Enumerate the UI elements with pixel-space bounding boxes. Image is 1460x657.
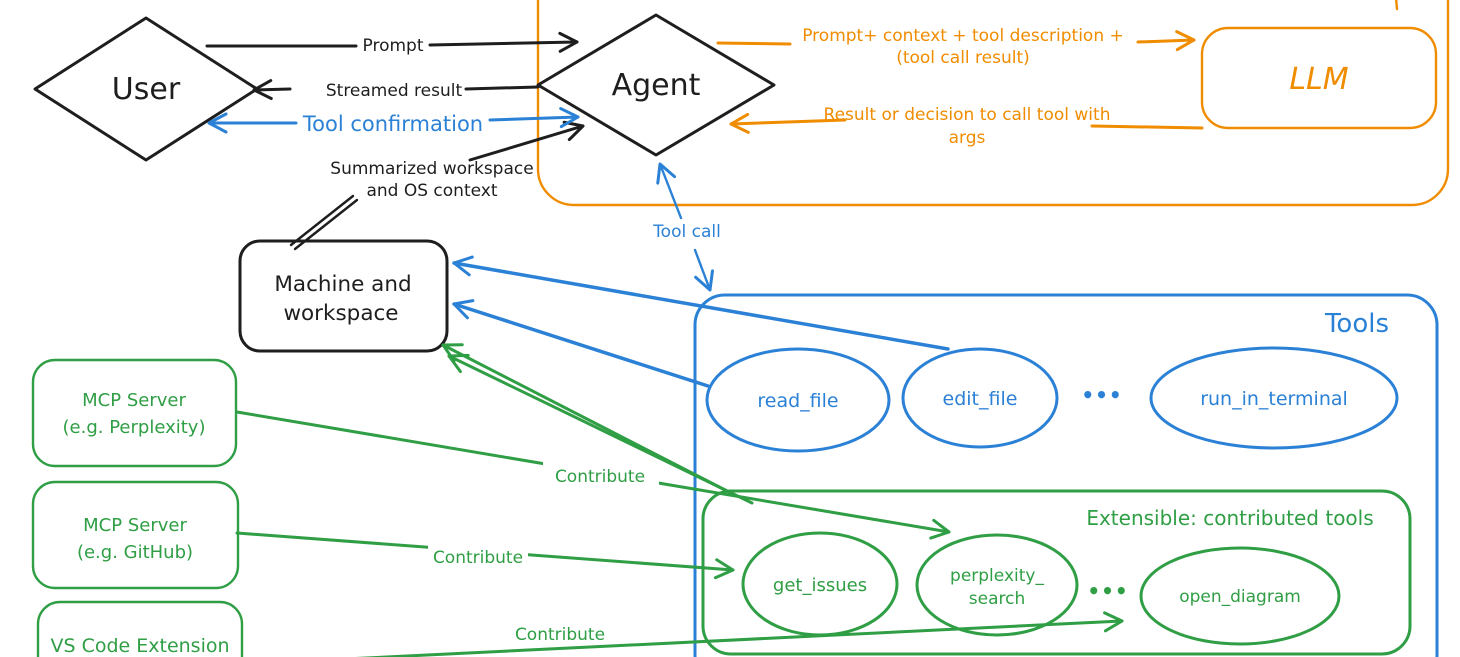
- llm-group-box: [536, 0, 1450, 207]
- edge-summarized-seg1a: [289, 194, 355, 247]
- streamed-result-label: Streamed result: [326, 81, 463, 101]
- mcp-server-perplexity-node: [31, 358, 238, 468]
- contribute-label-perplexity: Contribute: [555, 467, 645, 487]
- mcp-perplexity-label-line2: (e.g. Perplexity): [63, 417, 206, 438]
- edge-contributed-to-machine-2: [447, 353, 754, 505]
- from-llm-label-line1: Result or decision to call tool with: [824, 105, 1111, 125]
- edge-editfile-to-machine: [452, 255, 950, 351]
- tool-call-label: Tool call: [652, 222, 721, 242]
- llm-label: LLM: [1289, 62, 1348, 97]
- machine-workspace-node: [238, 239, 449, 353]
- run-in-terminal-tool: [1149, 346, 1399, 450]
- mcp-github-label-line2: (e.g. GitHub): [77, 542, 193, 563]
- edit-file-label: edit_file: [943, 388, 1018, 410]
- contribute-label-bg-1: [543, 462, 659, 488]
- edge-summarized-seg2: [468, 120, 585, 162]
- machine-label-line1: Machine and: [274, 272, 411, 297]
- mcp-github-label-line1: MCP Server: [83, 515, 187, 536]
- vscode-extension-node: [36, 600, 244, 657]
- mcp-perplexity-label-line1: MCP Server: [82, 390, 186, 411]
- user-label: User: [112, 72, 181, 107]
- mcp-server-github-node: [31, 480, 240, 590]
- open-diagram-label: open_diagram: [1179, 587, 1301, 607]
- tools-box-title: Tools: [1324, 309, 1389, 339]
- edge-to-llm-seg2: [1136, 30, 1196, 52]
- vscode-extension-label: VS Code Extension: [50, 635, 229, 657]
- edge-summarized-seg1b: [293, 198, 359, 251]
- edge-prompt-seg2: [428, 31, 579, 53]
- edge-readfile-to-machine: [452, 299, 710, 388]
- edit-file-tool: [901, 347, 1059, 449]
- llm-node: [1200, 26, 1438, 130]
- tool-confirmation-label: Tool confirmation: [302, 112, 483, 136]
- summarized-label-line1: Summarized workspace: [330, 159, 533, 179]
- from-llm-label-line2: args: [949, 128, 986, 148]
- read-file-label: read_file: [757, 390, 838, 412]
- contributed-tools-title: Extensible: contributed tools: [1086, 506, 1373, 530]
- edge-tool-confirmation-right: [488, 107, 580, 129]
- agent-label: Agent: [612, 68, 701, 103]
- run-in-terminal-label: run_in_terminal: [1200, 388, 1348, 410]
- to-llm-label-line1: Prompt+ context + tool description +: [802, 26, 1124, 46]
- contribute-label-github: Contribute: [433, 548, 523, 568]
- open-diagram-tool: [1139, 546, 1341, 646]
- perplexity-search-label-line2: search: [969, 589, 1025, 609]
- contribute-label-bg-2: [428, 544, 528, 568]
- perplexity-search-label-line1: perplexity_: [950, 566, 1044, 586]
- clipped-top-stroke: [1394, 0, 1399, 11]
- edge-tool-call-lower: [693, 248, 714, 292]
- contributed-ellipsis-icon: •••: [1087, 579, 1128, 603]
- prompt-label: Prompt: [363, 36, 424, 56]
- get-issues-label: get_issues: [773, 575, 867, 596]
- builtin-ellipsis-icon: •••: [1081, 383, 1122, 407]
- perplexity-search-tool: [915, 533, 1079, 637]
- machine-label-line2: workspace: [283, 301, 398, 326]
- edge-to-llm-seg1: [716, 41, 792, 46]
- summarized-label-line2: and OS context: [366, 181, 497, 201]
- agent-node: [536, 13, 776, 157]
- edge-streamed-seg1: [252, 79, 292, 101]
- edge-from-llm-seg2: [1090, 124, 1204, 130]
- to-llm-label-line2: (tool call result): [896, 48, 1030, 68]
- edge-streamed-seg2: [464, 85, 540, 91]
- contribute-label-vscode: Contribute: [515, 625, 605, 645]
- edge-from-llm-seg1: [729, 112, 847, 134]
- edge-tool-call-upper: [656, 162, 683, 220]
- read-file-tool: [705, 347, 891, 453]
